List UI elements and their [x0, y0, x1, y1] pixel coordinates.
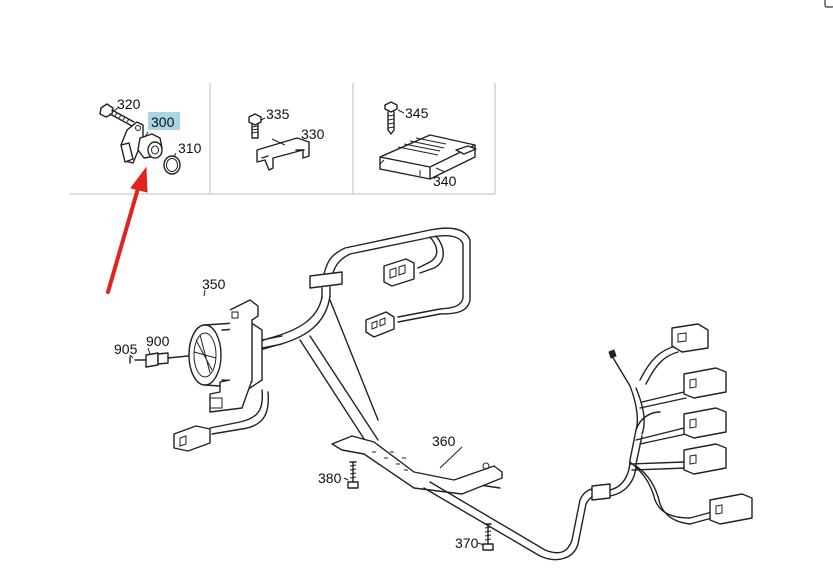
label-300[interactable]: 300 — [148, 112, 180, 130]
bolt-335-drawing — [248, 113, 262, 139]
label-345[interactable]: 345 — [405, 105, 429, 121]
control-unit-340-drawing — [379, 134, 477, 180]
label-340-text: 340 — [433, 173, 457, 189]
highlight-box-300 — [148, 112, 180, 130]
bolt-320-drawing — [99, 103, 135, 127]
label-350-text: 350 — [202, 276, 226, 292]
label-350[interactable]: 350 — [202, 276, 226, 292]
leader-lines — [111, 107, 485, 546]
camshaft-sensor-300-drawing — [120, 121, 163, 164]
wiring-harness-drawing — [129, 227, 753, 561]
label-370-text: 370 — [455, 535, 479, 551]
label-380[interactable]: 380 — [318, 470, 342, 486]
label-310-text: 310 — [178, 140, 202, 156]
red-pointer-arrow — [106, 166, 148, 294]
parts-panel-grid — [70, 83, 496, 195]
copy-icon[interactable] — [824, 0, 833, 8]
label-320-text: 320 — [117, 96, 141, 112]
label-335[interactable]: 335 — [266, 106, 290, 122]
label-360[interactable]: 360 — [432, 433, 456, 449]
label-360-text: 360 — [432, 433, 456, 449]
bracket-330-drawing — [256, 137, 310, 171]
label-320[interactable]: 320 — [117, 96, 141, 112]
o-ring-310-drawing — [163, 155, 181, 175]
label-330[interactable]: 330 — [301, 126, 325, 142]
label-300-text: 300 — [151, 114, 175, 130]
label-370[interactable]: 370 — [455, 535, 479, 551]
label-900-text: 900 — [146, 333, 170, 349]
label-340[interactable]: 340 — [433, 173, 457, 189]
label-380-text: 380 — [318, 470, 342, 486]
label-905-text: 905 — [114, 341, 138, 357]
label-310[interactable]: 310 — [178, 140, 202, 156]
label-330-text: 330 — [301, 126, 325, 142]
screw-345-drawing — [384, 101, 398, 135]
label-905[interactable]: 905 — [114, 341, 138, 357]
label-345-text: 345 — [405, 105, 429, 121]
label-335-text: 335 — [266, 106, 290, 122]
label-900[interactable]: 900 — [146, 333, 170, 349]
